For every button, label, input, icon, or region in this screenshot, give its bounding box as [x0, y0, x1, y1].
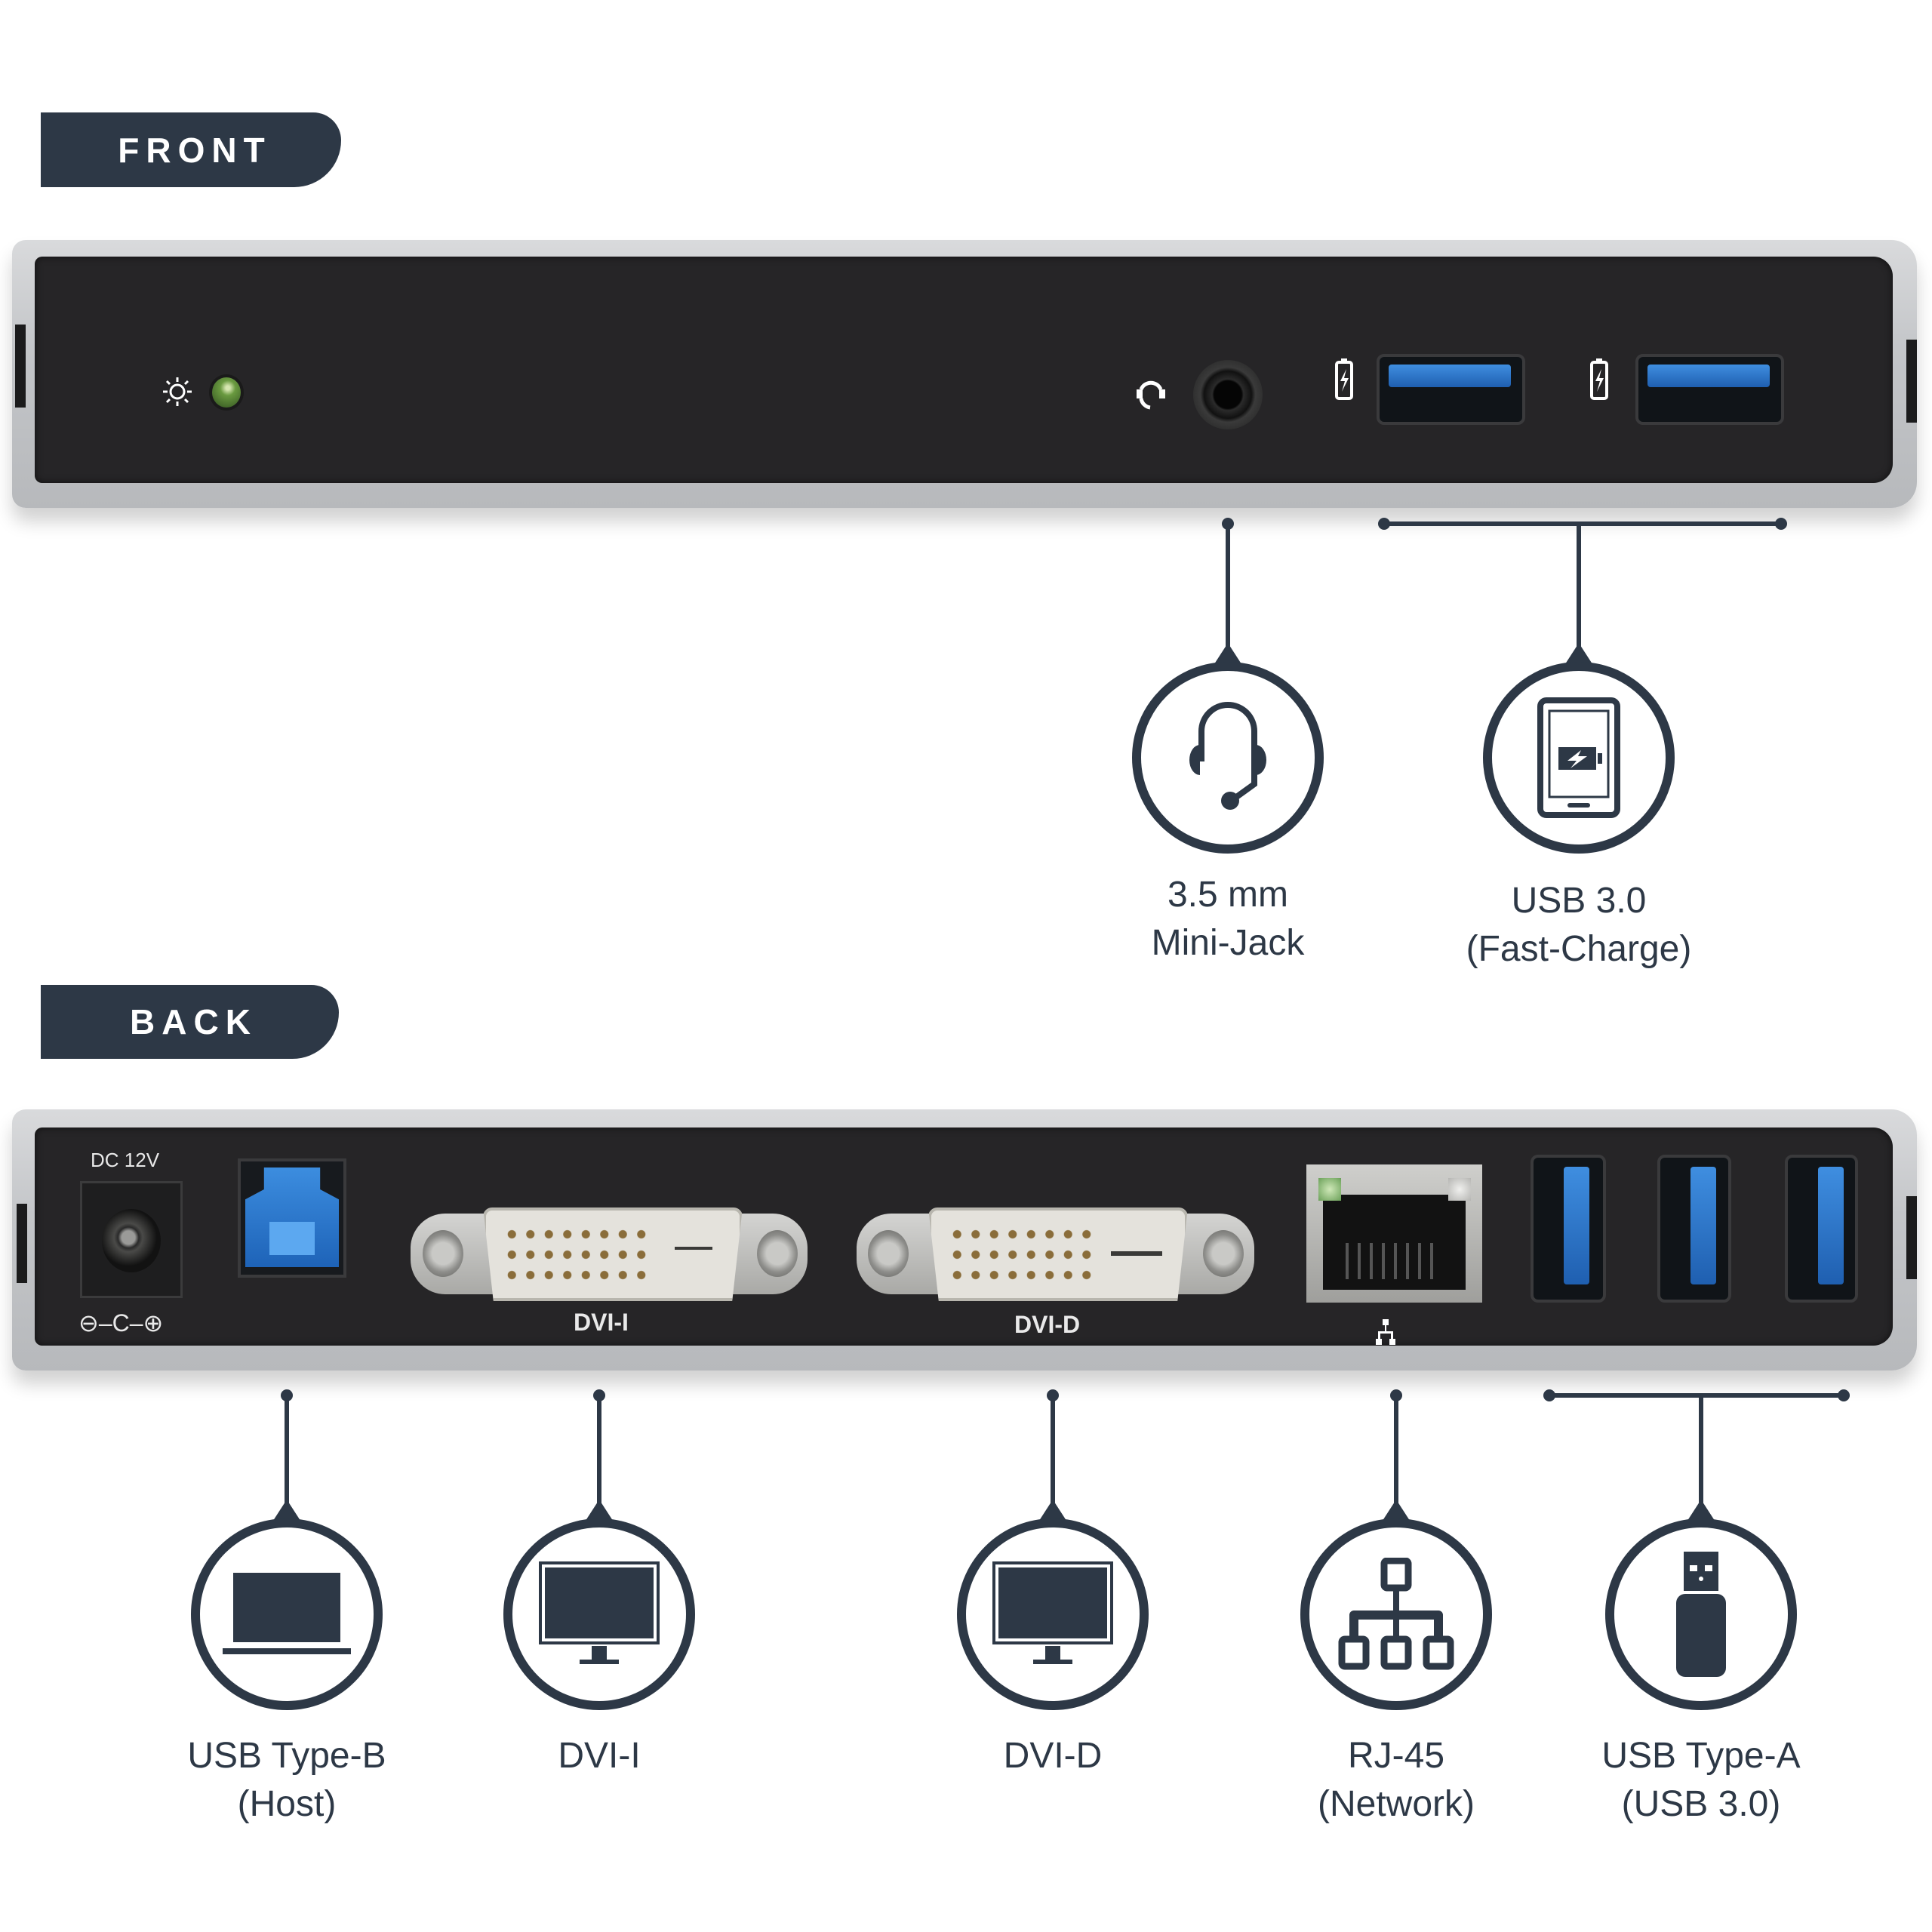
dc-jack-barrel	[102, 1209, 161, 1272]
dvi-d-panel-label: DVI-D	[1014, 1311, 1081, 1338]
rj45-activity-led	[1448, 1178, 1471, 1201]
back-usb-port-1[interactable]	[1531, 1155, 1606, 1303]
callout-line-rj45	[1394, 1395, 1398, 1510]
callout-circle-dvi-i	[503, 1518, 695, 1710]
dvi-flat-blade	[1111, 1251, 1162, 1256]
usb-b-latch	[269, 1222, 315, 1255]
front-left-notch	[15, 325, 26, 408]
front-usb-port-1[interactable]	[1377, 354, 1525, 425]
usb-tongue	[1564, 1167, 1589, 1284]
dc-voltage-label: DC 12V	[91, 1149, 160, 1171]
network-tree-icon	[1338, 1558, 1454, 1670]
back-badge-label: BACK	[130, 1002, 257, 1041]
usb-tongue	[1690, 1167, 1716, 1284]
headset-icon	[1132, 373, 1170, 415]
front-badge-label: FRONT	[118, 130, 272, 170]
callout-label-rj45: RJ-45 (Network)	[1317, 1736, 1475, 1824]
usb-tongue	[1647, 365, 1770, 387]
back-usb-port-2[interactable]	[1657, 1155, 1731, 1303]
callout-label-usb-type-a: USB Type-A (USB 3.0)	[1601, 1736, 1801, 1824]
usb-flash-drive-icon	[1676, 1552, 1726, 1677]
dvi-i-screw-right	[757, 1230, 798, 1277]
dvi-i-screw-left	[423, 1230, 463, 1277]
dvi-d-port[interactable]	[928, 1208, 1188, 1301]
dvi-i-panel-label: DVI-I	[574, 1309, 629, 1336]
laptop-icon	[223, 1573, 351, 1654]
phone-charging-icon	[1537, 697, 1620, 818]
callout-line-mini-jack	[1226, 524, 1230, 652]
usb-type-b-port[interactable]	[238, 1158, 346, 1278]
callout-line-dvi-d	[1051, 1395, 1055, 1510]
back-badge: BACK	[41, 985, 339, 1059]
callout-label-mini-jack: 3.5 mm Mini-Jack	[1151, 875, 1305, 963]
callout-circle-dvi-d	[957, 1518, 1149, 1710]
dvi-d-screw-left	[868, 1230, 909, 1277]
usb-tongue	[1389, 365, 1511, 387]
callout-circle-usb-fast-charge	[1483, 662, 1675, 854]
battery-bolt-icon	[1589, 358, 1609, 401]
callout-line-usb-type-a	[1699, 1395, 1703, 1510]
callout-circle-usb-type-a	[1605, 1518, 1797, 1710]
front-dock-face	[35, 257, 1893, 483]
dvi-pin-grid	[503, 1224, 651, 1284]
dc-power-jack[interactable]	[80, 1181, 183, 1298]
callout-circle-usb-type-b	[191, 1518, 383, 1710]
callout-label-usb-type-b: USB Type-B (Host)	[187, 1736, 386, 1824]
dvi-d-screw-right	[1203, 1230, 1244, 1277]
callout-label-dvi-i: DVI-I	[558, 1736, 641, 1776]
power-led	[212, 377, 241, 408]
callout-line-usb-type-b	[285, 1395, 289, 1510]
headset-icon	[1189, 702, 1266, 810]
callout-label-usb-fast-charge: USB 3.0 (Fast-Charge)	[1466, 881, 1692, 969]
polarity-symbol: ⊖–C–⊕	[78, 1309, 164, 1337]
back-right-notch	[1906, 1196, 1917, 1279]
back-usb-port-3[interactable]	[1785, 1155, 1858, 1303]
callout-bracket-usb-fast-charge	[1384, 521, 1781, 526]
callout-dot	[1775, 518, 1787, 530]
usb-tongue	[1818, 1167, 1844, 1284]
callout-dot	[1838, 1389, 1850, 1401]
callout-label-dvi-d: DVI-D	[1003, 1736, 1103, 1776]
dvi-pin-grid	[948, 1224, 1096, 1284]
dvi-i-port[interactable]	[483, 1208, 743, 1301]
sun-icon	[162, 376, 193, 408]
monitor-icon	[539, 1561, 660, 1664]
front-right-notch	[1906, 340, 1917, 423]
callout-line-usb-fast-charge	[1577, 524, 1581, 652]
callout-circle-rj45	[1300, 1518, 1492, 1710]
callout-line-dvi-i	[597, 1395, 601, 1510]
audio-jack-port[interactable]	[1193, 360, 1263, 429]
rj45-port[interactable]	[1306, 1164, 1482, 1303]
network-icon	[1376, 1319, 1395, 1345]
battery-bolt-icon	[1334, 358, 1354, 401]
front-usb-port-2[interactable]	[1635, 354, 1784, 425]
callout-circle-mini-jack	[1132, 662, 1324, 854]
callout-bracket-usb-type-a	[1549, 1393, 1844, 1398]
dvi-analog-pins	[675, 1247, 712, 1250]
rj45-contacts	[1346, 1243, 1442, 1279]
rj45-link-led	[1318, 1178, 1341, 1201]
monitor-icon	[992, 1561, 1113, 1664]
front-badge: FRONT	[41, 112, 341, 187]
back-left-notch	[17, 1204, 27, 1283]
